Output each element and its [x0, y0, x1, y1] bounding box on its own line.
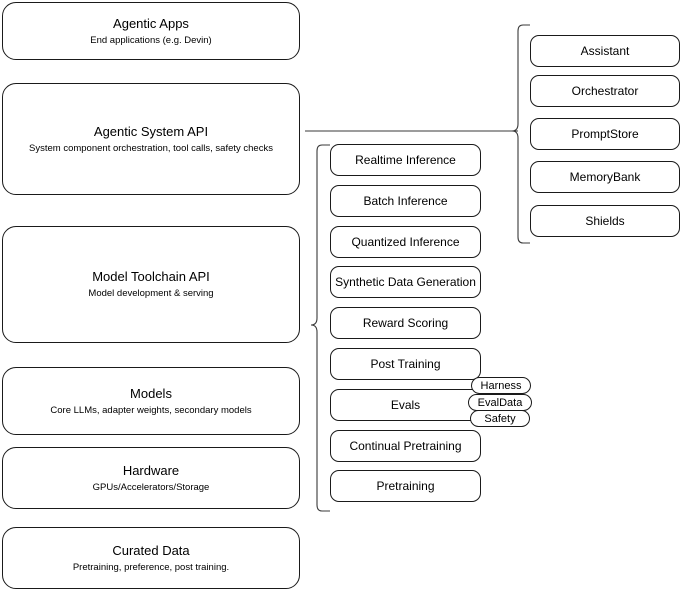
layer-title: Curated Data: [112, 542, 190, 558]
eval-badge-label: Harness: [480, 379, 522, 392]
layer-title: Models: [130, 385, 172, 401]
capability-pretraining[interactable]: Pretraining: [330, 470, 481, 502]
layer-models[interactable]: Models Core LLMs, adapter weights, secon…: [2, 367, 300, 435]
eval-badge-safety[interactable]: Safety: [470, 410, 530, 427]
system-component-label: Assistant: [580, 44, 630, 58]
layer-title: Hardware: [122, 462, 180, 478]
layer-subtitle: Core LLMs, adapter weights, secondary mo…: [50, 404, 252, 416]
layer-subtitle: End applications (e.g. Devin): [90, 34, 212, 46]
capability-label: Continual Pretraining: [349, 439, 462, 453]
capability-synthetic-data-generation[interactable]: Synthetic Data Generation: [330, 266, 481, 298]
layer-subtitle: System component orchestration, tool cal…: [29, 142, 273, 154]
capability-label: Reward Scoring: [362, 316, 449, 330]
system-component-label: PromptStore: [571, 127, 639, 141]
system-component-promptstore[interactable]: PromptStore: [530, 118, 680, 150]
layer-subtitle: GPUs/Accelerators/Storage: [92, 481, 210, 493]
capability-post-training[interactable]: Post Training: [330, 348, 481, 380]
capability-reward-scoring[interactable]: Reward Scoring: [330, 307, 481, 339]
capability-evals[interactable]: Evals: [330, 389, 481, 421]
system-component-label: Shields: [585, 214, 625, 228]
capability-continual-pretraining[interactable]: Continual Pretraining: [330, 430, 481, 462]
layer-curated-data[interactable]: Curated Data Pretraining, preference, po…: [2, 527, 300, 589]
capability-label: Pretraining: [376, 479, 435, 493]
layer-model-toolchain-api[interactable]: Model Toolchain API Model development & …: [2, 226, 300, 343]
system-component-shields[interactable]: Shields: [530, 205, 680, 237]
layer-title: Agentic System API: [93, 123, 209, 139]
capability-label: Batch Inference: [363, 194, 448, 208]
layer-subtitle: Pretraining, preference, post training.: [72, 561, 230, 573]
system-component-orchestrator[interactable]: Orchestrator: [530, 75, 680, 107]
system-components-brace: [511, 24, 530, 244]
capability-label: Realtime Inference: [355, 153, 456, 167]
capability-label: Quantized Inference: [351, 235, 460, 249]
system-component-assistant[interactable]: Assistant: [530, 35, 680, 67]
toolchain-capabilities-brace: [310, 144, 330, 512]
eval-badge-label: EvalData: [477, 396, 523, 409]
eval-badge-harness[interactable]: Harness: [471, 377, 531, 394]
system-component-label: Orchestrator: [571, 84, 639, 98]
capability-batch-inference[interactable]: Batch Inference: [330, 185, 481, 217]
layer-subtitle: Model development & serving: [88, 288, 214, 299]
capability-quantized-inference[interactable]: Quantized Inference: [330, 226, 481, 258]
layer-agentic-apps[interactable]: Agentic Apps End applications (e.g. Devi…: [2, 2, 300, 60]
layer-agentic-system-api[interactable]: Agentic System API System component orch…: [2, 83, 300, 195]
eval-badge-evaldata[interactable]: EvalData: [468, 394, 532, 411]
capability-realtime-inference[interactable]: Realtime Inference: [330, 144, 481, 176]
capability-label: Evals: [390, 398, 421, 412]
eval-badge-label: Safety: [484, 412, 516, 425]
layer-title: Model Toolchain API: [92, 269, 210, 284]
layer-hardware[interactable]: Hardware GPUs/Accelerators/Storage: [2, 447, 300, 509]
capability-label: Post Training: [370, 357, 441, 371]
system-component-memorybank[interactable]: MemoryBank: [530, 161, 680, 193]
layer-title: Agentic Apps: [113, 15, 189, 31]
capability-label: Synthetic Data Generation: [335, 275, 476, 289]
system-component-label: MemoryBank: [569, 170, 641, 184]
